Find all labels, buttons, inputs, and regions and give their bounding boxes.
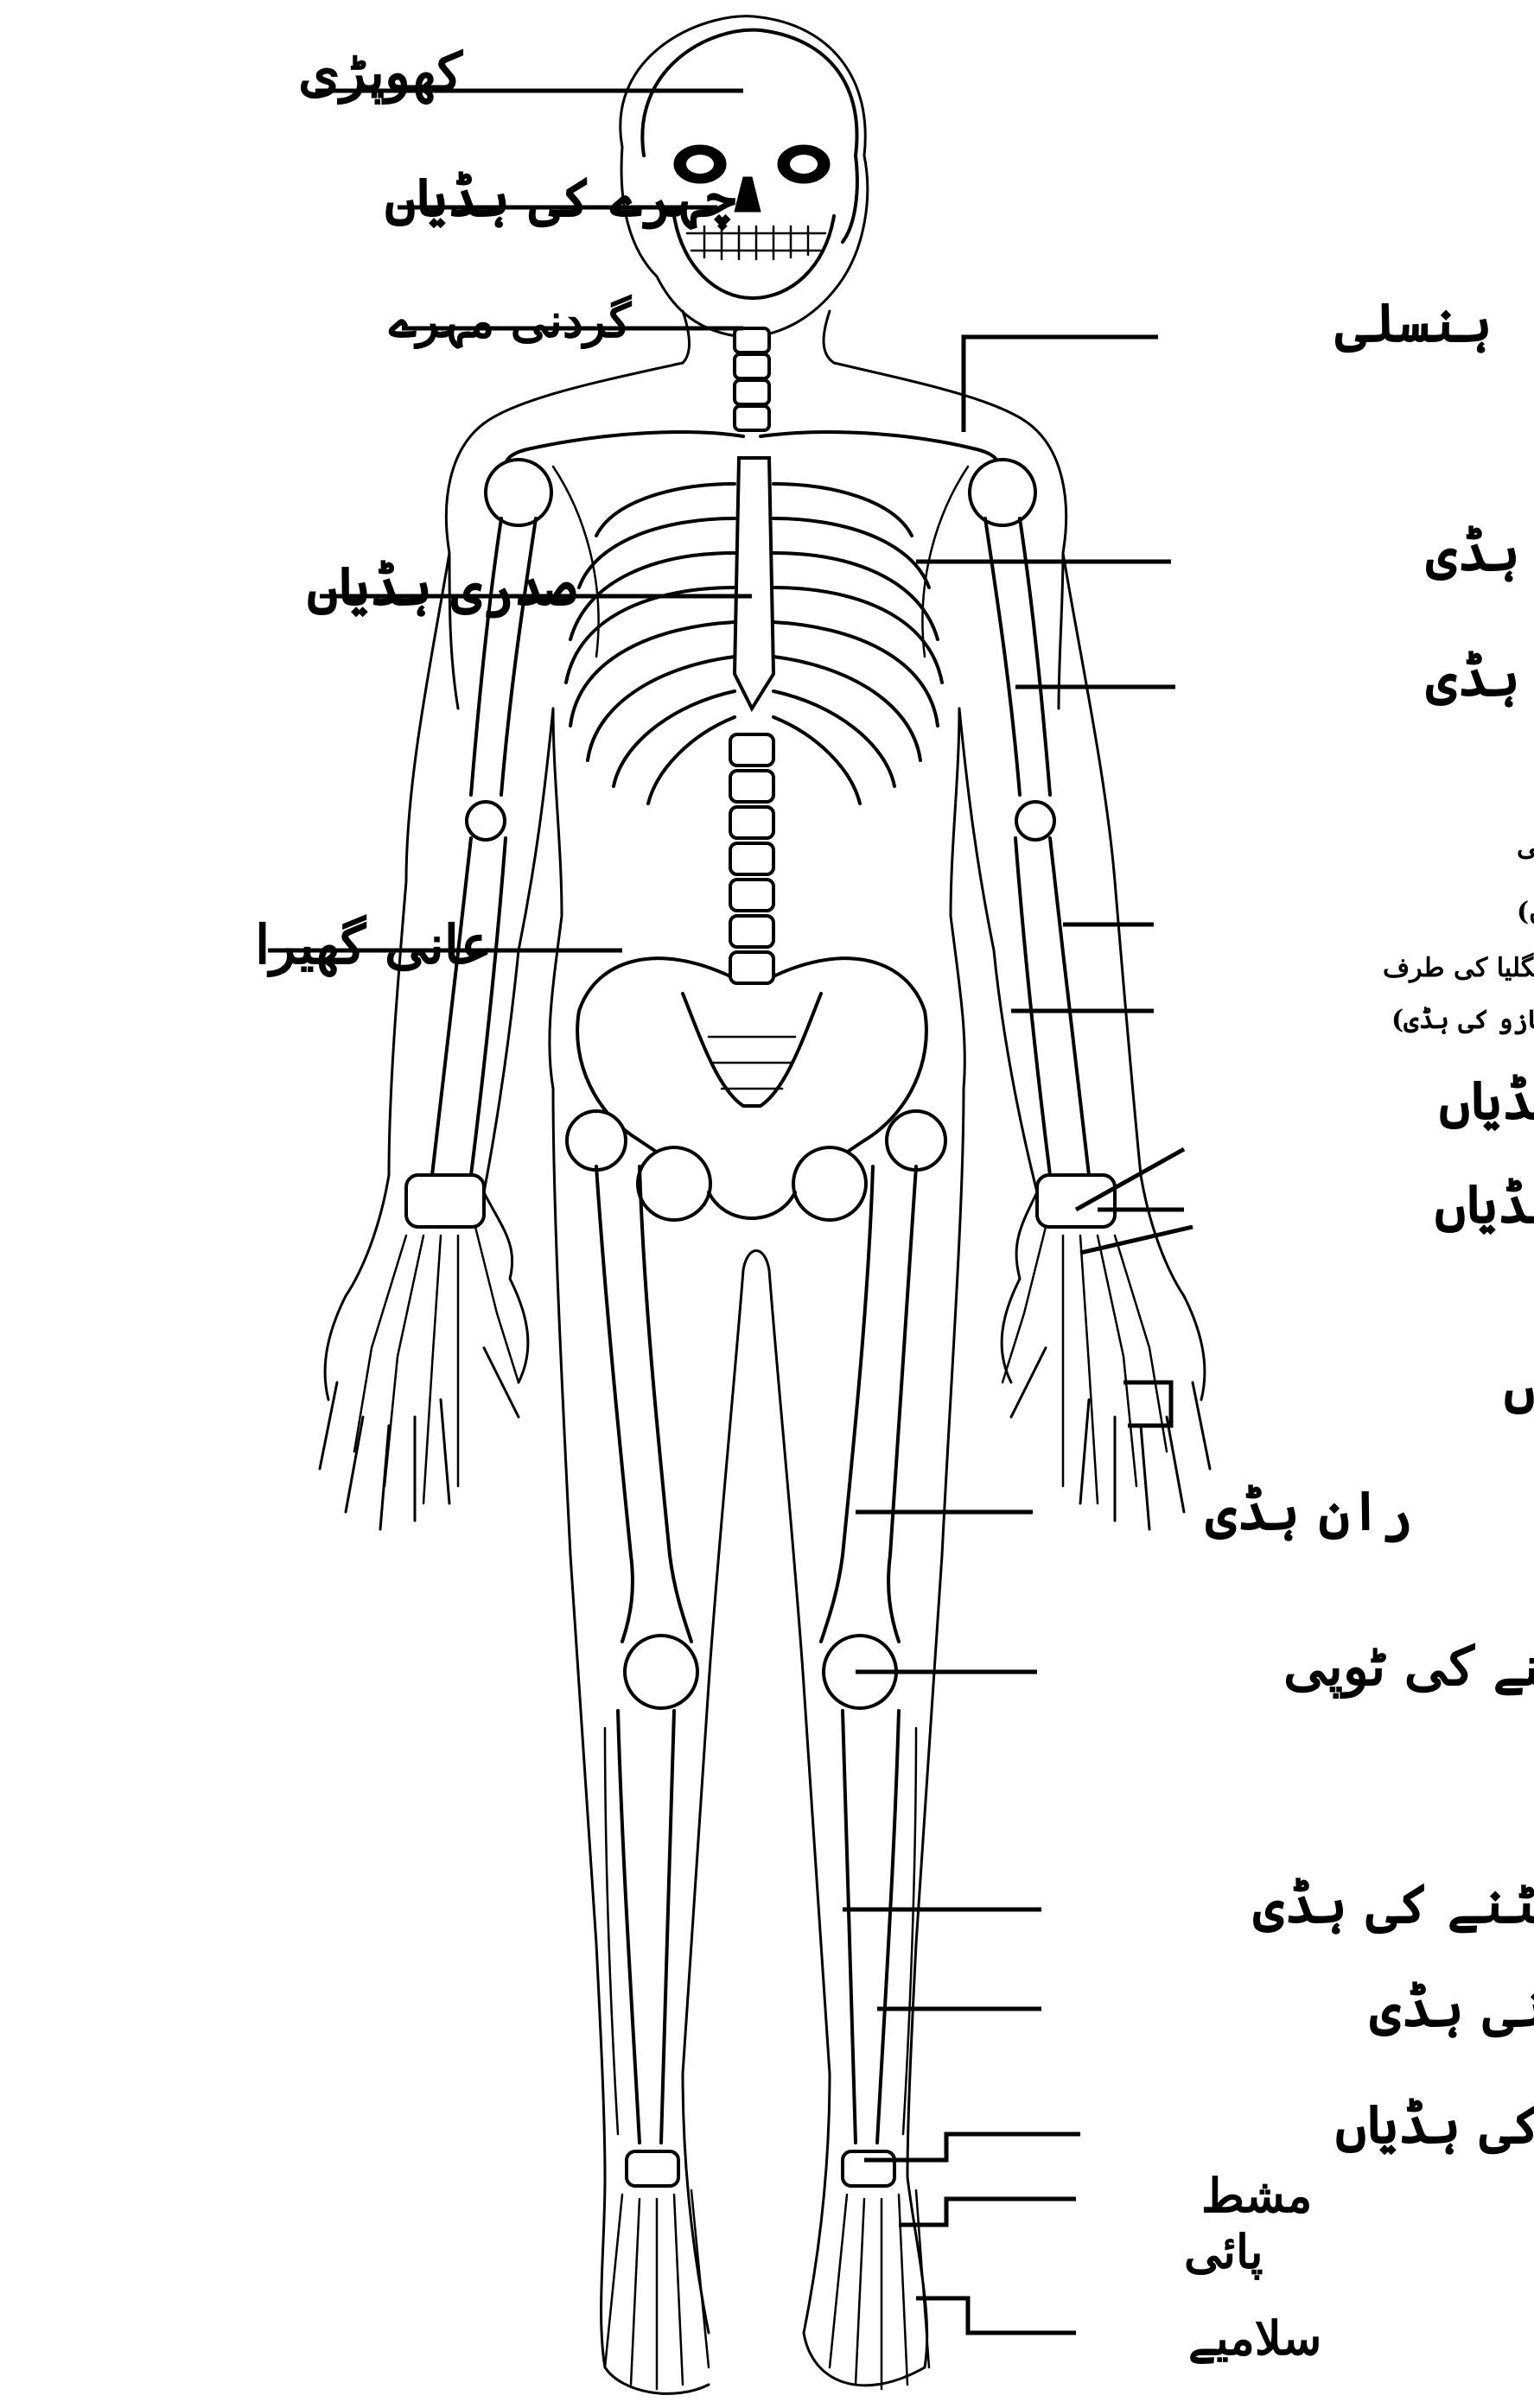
skeleton bbox=[354, 30, 1167, 2389]
label-femur: ران ہڈی bbox=[1206, 1479, 1413, 1542]
label-phalanges: انگلیوں کی ہڈیاں bbox=[1504, 1354, 1534, 1418]
label-radius-line1: کلائی کی دو ہڈیوں میں سے انگوٹھے کی bbox=[1517, 831, 1534, 862]
label-scapula: شانے کی ہڈی bbox=[1426, 520, 1534, 583]
label-metatarsals-line1: مشط bbox=[1201, 2168, 1312, 2223]
label-radius-line2: جانب والی ہڈی (ساعد استخواں) bbox=[1517, 897, 1534, 927]
label-tibia: گھٹنے کی ہڈی bbox=[1253, 1872, 1534, 1936]
label-fibula: پنڈلی کی بیرونی ہڈی bbox=[1370, 1976, 1534, 2044]
label-tarsals: ٹخنے کی ہڈیاں bbox=[1335, 2093, 1534, 2156]
label-clavicle: ہنسلی bbox=[1334, 291, 1493, 354]
label-facial-bones: چہرے کی ہڈیاں bbox=[385, 166, 735, 232]
label-ulna-line2: والی بازو کی ہڈی) bbox=[1391, 1005, 1534, 1035]
leader-metatarsals bbox=[899, 2199, 1076, 2225]
label-carpals: کلائی کی ہڈیاں bbox=[1439, 1069, 1534, 1132]
label-skull: کھوپڑی bbox=[298, 41, 464, 105]
label-patella: گھٹنے کی ٹوپی bbox=[1283, 1635, 1534, 1700]
label-metacarpals: ہتھیلی کی ہڈیاں bbox=[1435, 1172, 1534, 1236]
label-pelvic-girdle: عانی گھیرا bbox=[255, 913, 493, 978]
label-humerus: بازو کی ہڈی bbox=[1426, 645, 1534, 709]
leader-toes bbox=[916, 2298, 1076, 2333]
label-toe-bones: سلامیے bbox=[1188, 2310, 1321, 2366]
label-cervical-vertebrae: گردنی مہرے bbox=[388, 293, 633, 350]
label-ulna-line1: زند (چھنگلیا کی طرف bbox=[1383, 952, 1534, 983]
label-metatarsals-line2: پائی bbox=[1184, 2224, 1263, 2281]
leader-metacarpals-b bbox=[1080, 1227, 1193, 1253]
label-sternum-ribs: صدری ہڈیاں bbox=[307, 555, 576, 618]
leader-clavicle bbox=[964, 337, 1158, 432]
leader-tarsals bbox=[864, 2134, 1080, 2160]
